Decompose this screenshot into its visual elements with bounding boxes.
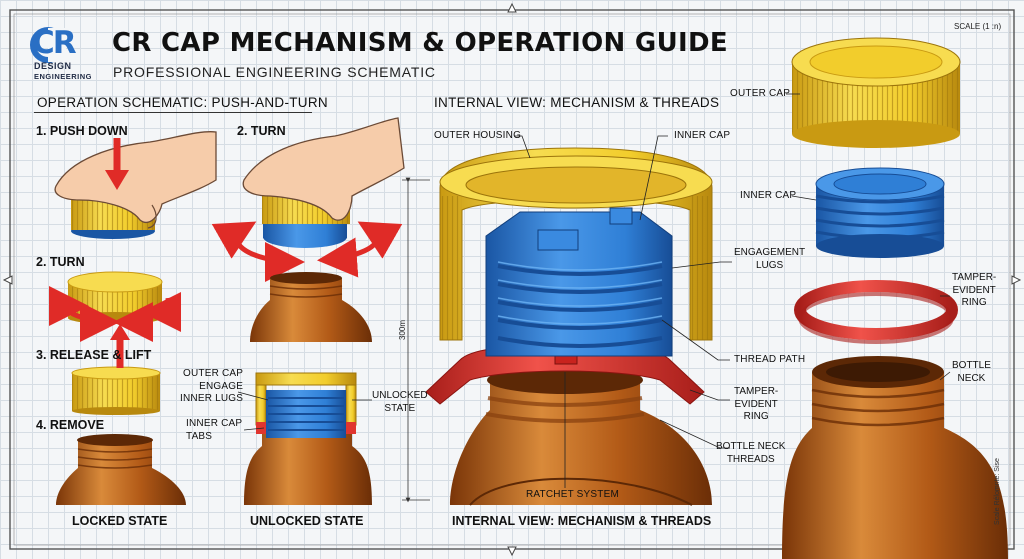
sheet-inner-border <box>13 13 1011 546</box>
caption-locked-state: LOCKED STATE <box>72 514 168 528</box>
label-outer-cap-engage: OUTER CAP ENGAGE INNER LUGS <box>180 368 244 404</box>
dimension-label: 300m <box>398 319 407 340</box>
exploded-outer-cap <box>791 37 961 148</box>
page-title: CR CAP MECHANISM & OPERATION GUIDE <box>112 28 728 58</box>
unlocked-cutaway <box>244 372 372 505</box>
step2-hand-illustration <box>211 117 405 282</box>
middle-leaders <box>514 135 732 488</box>
step1-illustration <box>54 131 217 239</box>
page-subtitle: PROFESSIONAL ENGINEERING SCHEMATIC <box>113 64 436 80</box>
logo-letters: CR <box>32 25 77 61</box>
cutaway-inner-cap <box>485 207 673 357</box>
label-ratchet-system: RATCHET SYSTEM <box>526 489 619 500</box>
step-push-down: 1. PUSH DOWN <box>36 124 128 138</box>
step-remove: 4. REMOVE <box>36 418 105 432</box>
label-outer-cap-right: OUTER CAP <box>730 88 791 99</box>
dimension-line <box>402 177 430 503</box>
left-section-heading: OPERATION SCHEMATIC: PUSH-AND-TURN <box>37 95 328 110</box>
step-turn-hand: 2. TURN <box>237 124 286 138</box>
label-thread-path: THREAD PATH <box>734 354 806 365</box>
label-inner-cap-tabs: INNER CAP TABS <box>186 418 243 442</box>
label-inner-cap-right: INNER CAP <box>740 190 797 201</box>
label-bottle-neck-right: BOTTLE NECK <box>952 360 991 384</box>
right-leaders <box>786 93 951 381</box>
cutaway-bottle <box>450 366 712 506</box>
scale-note: SCALE (1 :n) <box>954 22 1002 31</box>
cutaway-outer-housing <box>439 147 713 341</box>
label-inner-cap-mid: INNER CAP <box>674 130 731 141</box>
exploded-bottle <box>782 356 1008 559</box>
label-engagement-lugs: ENGAGEMENT LUGS <box>734 247 806 271</box>
exploded-inner-cap <box>815 167 945 258</box>
step-turn: 2. TURN <box>36 255 85 269</box>
middle-section-heading: INTERNAL VIEW: MECHANISM & THREADS <box>434 95 720 110</box>
label-tamper-ring-right: TAMPER- EVIDENT RING <box>952 272 997 308</box>
label-tamper-ring-mid: TAMPER- EVIDENT RING <box>734 386 779 422</box>
caption-unlocked-state: UNLOCKED STATE <box>250 514 364 528</box>
label-unlocked-state: UNLOCKED STATE <box>372 390 428 414</box>
step4-bottle <box>56 434 186 505</box>
left-leaders <box>237 391 372 431</box>
step2-bottle <box>250 272 372 342</box>
left-heading-rule <box>34 112 312 113</box>
logo-line2: ENGINEERING <box>34 72 93 81</box>
label-outer-housing: OUTER HOUSING <box>434 130 522 141</box>
step2-small-illustration <box>49 271 181 342</box>
logo-line1: DESIGN <box>34 61 72 71</box>
caption-internal-view: INTERNAL VIEW: MECHANISM & THREADS <box>452 514 712 528</box>
vertical-scale-note: Scale Rélomnte: Sise <box>994 458 1001 525</box>
step-release-lift: 3. RELEASE & LIFT <box>36 348 152 362</box>
label-bottle-neck-threads: BOTTLE NECK THREADS <box>716 441 786 465</box>
step3-illustration <box>71 324 161 415</box>
logo-mark <box>30 27 66 63</box>
exploded-tamper-ring <box>794 280 958 344</box>
